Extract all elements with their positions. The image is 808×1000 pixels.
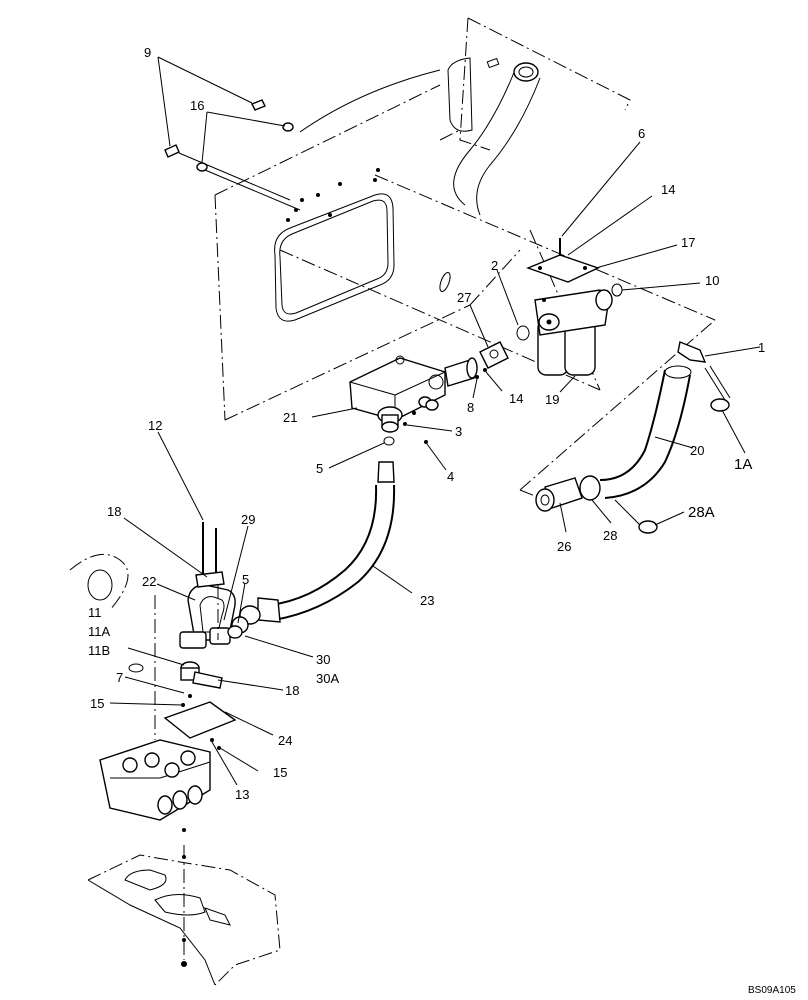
callout-1A: 1A [734, 456, 752, 473]
callout-28: 28 [603, 528, 617, 543]
callout-16: 16 [190, 98, 204, 113]
callout-9: 9 [144, 45, 151, 60]
callout-3: 3 [455, 424, 462, 439]
panel-hardware [164, 99, 301, 211]
callout-11B: 11B [88, 643, 110, 658]
callout-10: 10 [705, 273, 719, 288]
callout-1: 1 [758, 340, 765, 355]
callout-5-upper: 5 [316, 461, 323, 476]
callout-28A: 28A [688, 504, 715, 521]
callout-18-upper: 18 [107, 504, 121, 519]
callout-15-right: 15 [273, 765, 287, 780]
pressure-hose [231, 461, 396, 634]
callout-23: 23 [420, 593, 434, 608]
callout-4: 4 [447, 469, 454, 484]
callout-17: 17 [681, 235, 695, 250]
callout-14-lower: 14 [509, 391, 523, 406]
callout-20: 20 [690, 443, 704, 458]
center-lines [154, 129, 461, 740]
leader-lines [109, 56, 761, 786]
callout-22: 22 [142, 574, 156, 589]
filter-assembly [516, 238, 623, 376]
callout-7: 7 [116, 670, 123, 685]
callout-29: 29 [241, 512, 255, 527]
return-hose [535, 341, 731, 534]
upper-hose [453, 57, 541, 216]
callout-19: 19 [545, 392, 559, 407]
callout-12: 12 [148, 418, 162, 433]
callout-27: 27 [457, 290, 471, 305]
callout-30A: 30A [316, 671, 339, 686]
callout-8: 8 [467, 400, 474, 415]
floor-plate [87, 845, 281, 986]
callout-11: 11 [88, 605, 102, 620]
callout-14-upper: 14 [661, 182, 675, 197]
callout-15-left: 15 [90, 696, 104, 711]
frame-outline [214, 17, 716, 501]
callout-26: 26 [557, 539, 571, 554]
callout-labels: 9 16 6 14 17 2 10 27 1 8 14 19 21 3 5 4 … [88, 45, 796, 996]
callout-5-lower: 5 [242, 572, 249, 587]
drawing-code: BS09A105 [748, 985, 796, 996]
control-valve [99, 739, 211, 859]
callout-6: 6 [638, 126, 645, 141]
callout-13: 13 [235, 787, 249, 802]
callout-30: 30 [316, 652, 330, 667]
callout-11A: 11A [88, 624, 110, 639]
callout-24: 24 [278, 733, 292, 748]
callout-18-lower: 18 [285, 683, 299, 698]
callout-21: 21 [283, 410, 297, 425]
manifold-block [349, 341, 509, 446]
callout-2: 2 [491, 258, 498, 273]
valve-elbow [69, 522, 243, 750]
